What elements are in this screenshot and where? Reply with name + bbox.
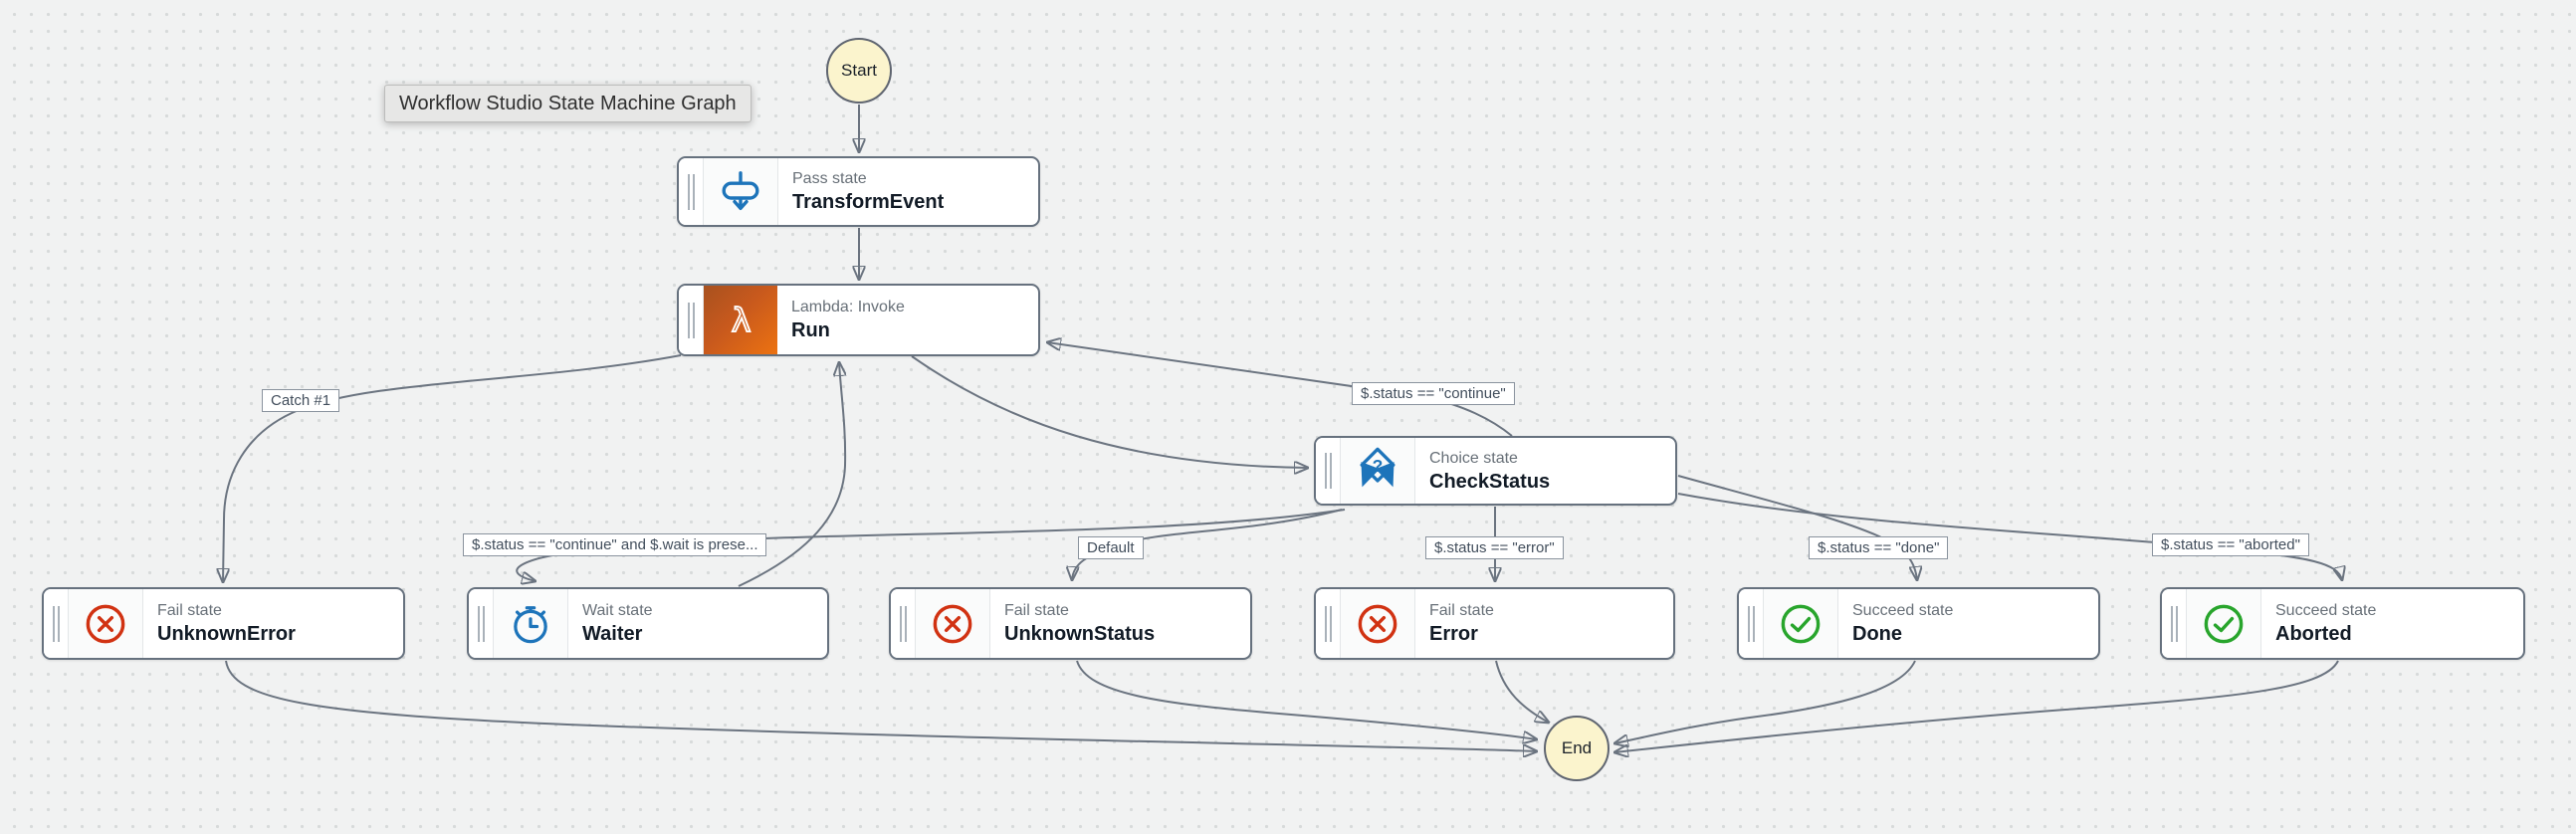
state-node-error[interactable]: Fail state Error bbox=[1314, 587, 1675, 660]
drag-handle[interactable] bbox=[679, 158, 704, 225]
state-type-label: Wait state bbox=[582, 602, 653, 619]
state-type-label: Fail state bbox=[1004, 602, 1069, 619]
edge-label-aborted: $.status == "aborted" bbox=[2152, 533, 2309, 556]
state-type-label: Choice state bbox=[1429, 449, 1518, 467]
canvas-tooltip: Workflow Studio State Machine Graph bbox=[384, 85, 751, 122]
edge-aborted-to-end bbox=[1614, 660, 2339, 752]
drag-handle[interactable] bbox=[44, 589, 69, 658]
state-node-aborted[interactable]: Succeed state Aborted bbox=[2160, 587, 2525, 660]
drag-handle[interactable] bbox=[891, 589, 916, 658]
state-node-unknownstatus[interactable]: Fail state UnknownStatus bbox=[889, 587, 1252, 660]
drag-handle[interactable] bbox=[469, 589, 494, 658]
pass-icon bbox=[704, 158, 778, 225]
edge-label-done: $.status == "done" bbox=[1809, 536, 1949, 559]
state-type-label: Succeed state bbox=[2275, 602, 2377, 619]
edge-unknownstatus-to-end bbox=[1076, 660, 1537, 739]
state-type-label: Fail state bbox=[157, 602, 222, 619]
edge-unknownerror-to-end bbox=[225, 660, 1537, 751]
start-label: Start bbox=[841, 61, 877, 80]
lambda-icon: λ bbox=[704, 286, 777, 354]
svg-text:λ: λ bbox=[732, 301, 751, 339]
state-name: Run bbox=[791, 319, 830, 341]
state-type-label: Fail state bbox=[1429, 602, 1494, 619]
edge-checkstatus-to-aborted bbox=[1677, 493, 2342, 580]
state-type-label: Succeed state bbox=[1852, 602, 1954, 619]
edge-label-default: Default bbox=[1078, 536, 1144, 559]
fail-icon bbox=[1341, 589, 1415, 658]
end-label: End bbox=[1561, 738, 1593, 757]
state-name: TransformEvent bbox=[792, 191, 945, 213]
canvas-tooltip-text: Workflow Studio State Machine Graph bbox=[399, 93, 737, 114]
edge-run-to-checkstatus bbox=[911, 355, 1308, 468]
end-terminal: End bbox=[1544, 716, 1610, 781]
drag-handle[interactable] bbox=[1739, 589, 1764, 658]
state-node-done[interactable]: Succeed state Done bbox=[1737, 587, 2100, 660]
state-name: Aborted bbox=[2275, 623, 2352, 645]
state-node-checkstatus[interactable]: ? Choice state CheckStatus bbox=[1314, 436, 1677, 506]
succeed-icon bbox=[2187, 589, 2261, 658]
state-type-label: Lambda: Invoke bbox=[791, 299, 905, 315]
drag-handle[interactable] bbox=[679, 286, 704, 354]
state-name: Done bbox=[1852, 623, 1902, 645]
state-name: UnknownError bbox=[157, 623, 296, 645]
edge-label-error: $.status == "error" bbox=[1425, 536, 1564, 559]
choice-icon: ? bbox=[1341, 438, 1415, 504]
state-type-label: Pass state bbox=[792, 170, 867, 187]
state-node-transformevent[interactable]: Pass state TransformEvent bbox=[677, 156, 1040, 227]
edge-done-to-end bbox=[1614, 660, 1916, 743]
state-name: UnknownStatus bbox=[1004, 623, 1156, 645]
svg-text:?: ? bbox=[1373, 456, 1384, 476]
edge-checkstatus-to-done bbox=[1677, 475, 1917, 580]
edge-label-continue: $.status == "continue" bbox=[1352, 382, 1515, 405]
succeed-icon bbox=[1764, 589, 1838, 658]
state-name: CheckStatus bbox=[1429, 470, 1551, 493]
drag-handle[interactable] bbox=[1316, 589, 1341, 658]
drag-handle[interactable] bbox=[2162, 589, 2187, 658]
edge-label-catch1: Catch #1 bbox=[262, 389, 340, 412]
wait-icon bbox=[494, 589, 568, 658]
edge-waiter-to-run bbox=[738, 362, 845, 587]
edge-label-continue-wait: $.status == "continue" and $.wait is pre… bbox=[463, 533, 767, 556]
state-node-run[interactable]: λ Lambda: Invoke Run bbox=[677, 284, 1040, 356]
state-node-waiter[interactable]: Wait state Waiter bbox=[467, 587, 829, 660]
edge-error-to-end bbox=[1495, 660, 1549, 723]
state-name: Error bbox=[1429, 623, 1478, 645]
start-terminal: Start bbox=[826, 38, 892, 104]
fail-icon bbox=[916, 589, 990, 658]
state-node-unknownerror[interactable]: Fail state UnknownError bbox=[42, 587, 405, 660]
drag-handle[interactable] bbox=[1316, 438, 1341, 504]
state-name: Waiter bbox=[582, 623, 643, 645]
fail-icon bbox=[69, 589, 143, 658]
